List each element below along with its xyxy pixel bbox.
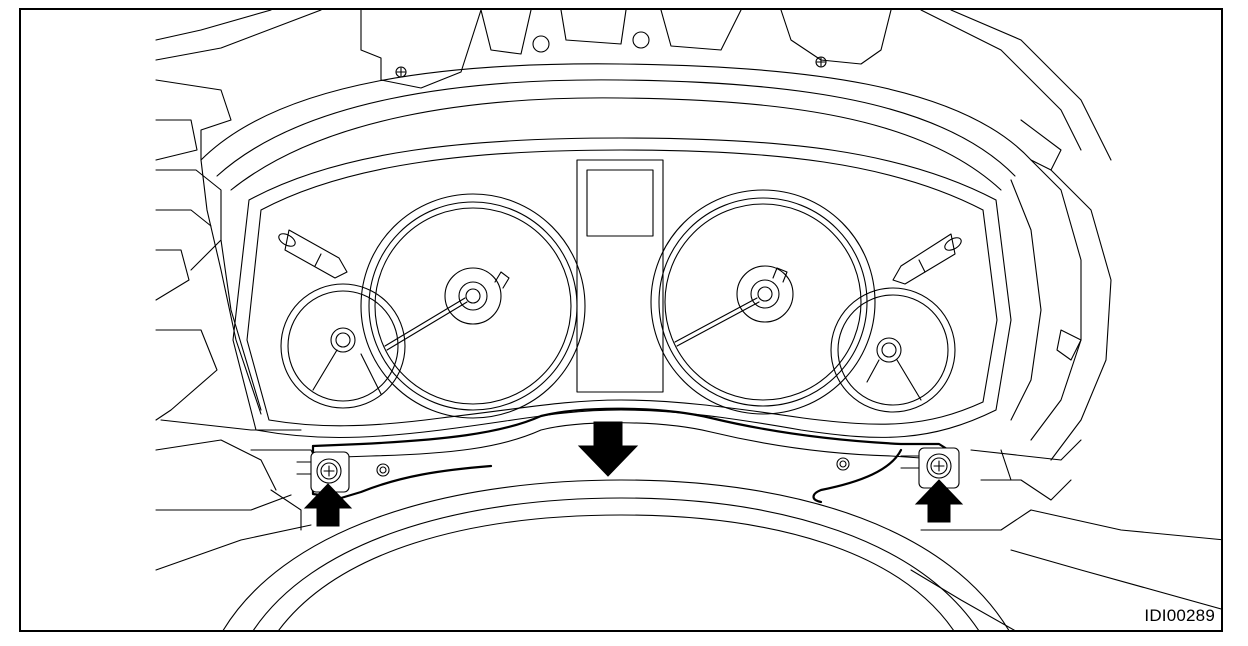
arrow-up-icon (303, 483, 353, 527)
arrow-up-icon (914, 479, 964, 523)
steering-wheel (222, 479, 1010, 630)
right-large-gauge (650, 189, 876, 415)
screw-icon (918, 447, 960, 489)
figure-frame: IDI00289 (19, 8, 1223, 632)
instrument-cluster-illustration (155, 10, 1221, 630)
trip-knob-left (278, 229, 348, 279)
screw-icon (310, 451, 350, 493)
right-small-gauge (830, 287, 956, 413)
figure-id-label: IDI00289 (1144, 606, 1215, 625)
dashboard-background (155, 10, 1221, 630)
arrow-down-icon (577, 421, 639, 477)
trip-knob-right (892, 233, 962, 285)
left-small-gauge (280, 283, 406, 409)
combination-meter (232, 137, 1012, 439)
left-large-gauge (360, 193, 586, 419)
